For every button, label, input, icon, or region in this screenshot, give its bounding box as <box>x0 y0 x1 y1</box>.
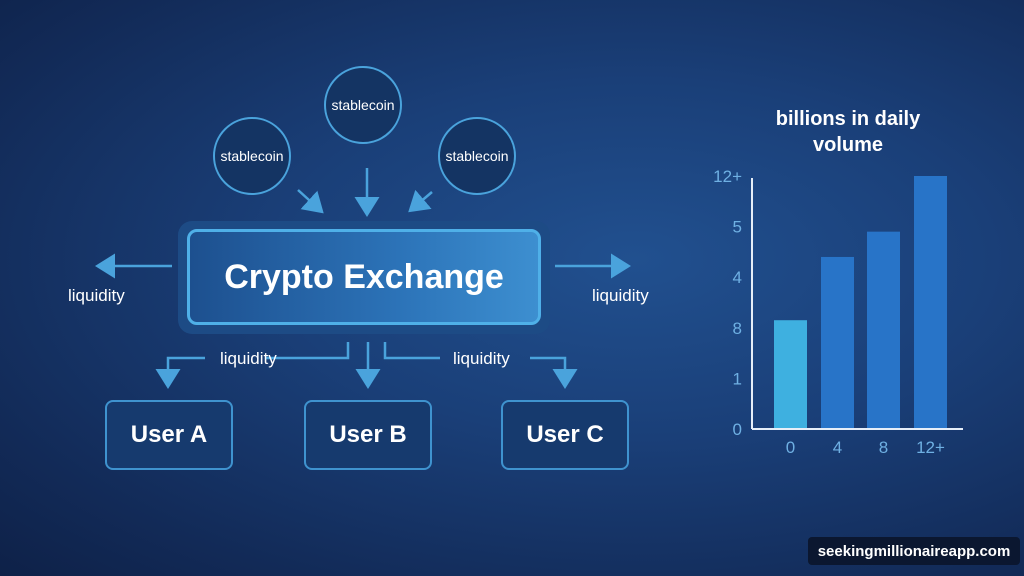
liquidity-label-right: liquidity <box>592 286 649 305</box>
y-tick-label: 1 <box>733 369 742 388</box>
user-label: User C <box>526 421 604 448</box>
liquidity-label-bottom-left: liquidity <box>220 349 277 368</box>
user-a-node: User A <box>105 400 233 470</box>
exchange-label: Crypto Exchange <box>224 257 504 296</box>
y-tick-label: 8 <box>733 319 742 338</box>
user-label: User B <box>329 421 407 448</box>
y-tick-label: 0 <box>733 420 742 439</box>
x-tick-label: 12+ <box>916 438 945 457</box>
bar-12+ <box>914 176 947 429</box>
liquidity-label-left: liquidity <box>68 286 125 305</box>
y-tick-label: 5 <box>733 218 742 237</box>
watermark: seekingmillionaireapp.com <box>808 537 1020 565</box>
bar-0 <box>774 320 807 429</box>
x-tick-label: 0 <box>786 438 795 457</box>
bar-8 <box>867 231 900 429</box>
x-tick-label: 8 <box>879 438 888 457</box>
y-tick-label: 4 <box>733 268 742 287</box>
user-label: User A <box>130 421 208 448</box>
y-tick-label: 12+ <box>713 167 742 186</box>
stablecoin-node-right: stablecoin <box>438 117 516 195</box>
stablecoin-label: stablecoin <box>220 148 284 164</box>
bar-4 <box>821 256 854 429</box>
crypto-exchange-node: Crypto Exchange <box>187 229 541 325</box>
stablecoin-node-left: stablecoin <box>213 117 291 195</box>
stablecoin-label: stablecoin <box>331 97 395 113</box>
chart-title: billions in daily volume <box>775 108 921 156</box>
liquidity-label-bottom-right: liquidity <box>453 349 510 368</box>
x-tick-label: 4 <box>833 438 842 457</box>
stablecoin-label: stablecoin <box>445 148 509 164</box>
user-b-node: User B <box>304 400 432 470</box>
stablecoin-node-top: stablecoin <box>324 66 402 144</box>
user-c-node: User C <box>501 400 629 470</box>
